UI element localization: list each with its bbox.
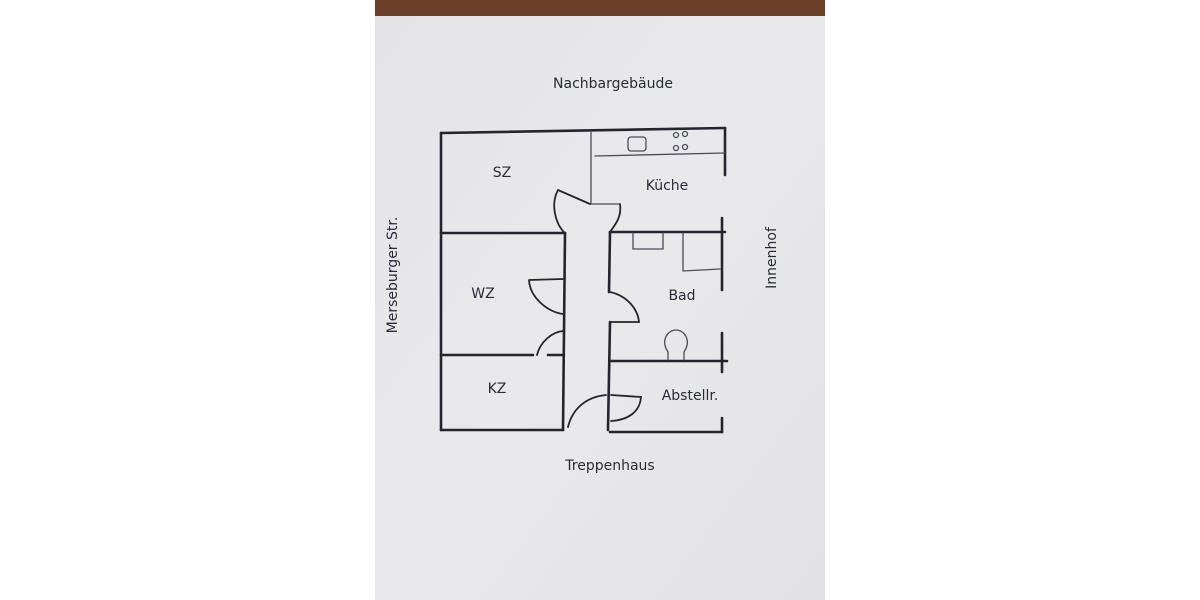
paper-sheet	[375, 0, 825, 600]
walls	[439, 126, 729, 434]
door-kz	[536, 330, 564, 356]
door-sz	[553, 189, 591, 234]
wooden-table-edge	[375, 0, 825, 16]
label-right: Innenhof	[764, 226, 780, 289]
wall-top	[439, 126, 727, 135]
doors	[528, 189, 642, 428]
wall-corridor-left	[561, 231, 567, 432]
kitchen-sink-icon	[627, 136, 647, 152]
label-top: Nachbargebäude	[553, 76, 673, 92]
wall-corridor-right-lower	[606, 320, 612, 432]
room-bad: Bad	[668, 288, 695, 304]
room-wz: WZ	[471, 286, 494, 302]
fixtures	[594, 130, 726, 361]
door-entrance	[567, 394, 607, 428]
shower-icon	[682, 232, 721, 272]
stove-burner-icon	[681, 143, 689, 151]
stove-burner-icon	[672, 131, 680, 139]
door-bad	[609, 291, 640, 323]
toilet-icon	[664, 329, 688, 361]
kitchen-counter	[594, 152, 726, 157]
door-kueche	[609, 203, 622, 233]
door-wz	[528, 278, 564, 315]
bath-sink-icon	[632, 232, 664, 250]
wall-corridor-right-upper	[607, 230, 612, 294]
stove-burner-icon	[681, 130, 689, 138]
label-bottom: Treppenhaus	[564, 458, 654, 474]
room-kueche: Küche	[646, 178, 689, 194]
room-abstellr: Abstellr.	[662, 388, 719, 404]
label-left: Merseburger Str.	[385, 217, 401, 334]
door-abstellr	[610, 394, 642, 422]
stove-burner-icon	[672, 144, 680, 152]
room-kz: KZ	[488, 381, 507, 397]
room-sz: SZ	[493, 165, 511, 181]
